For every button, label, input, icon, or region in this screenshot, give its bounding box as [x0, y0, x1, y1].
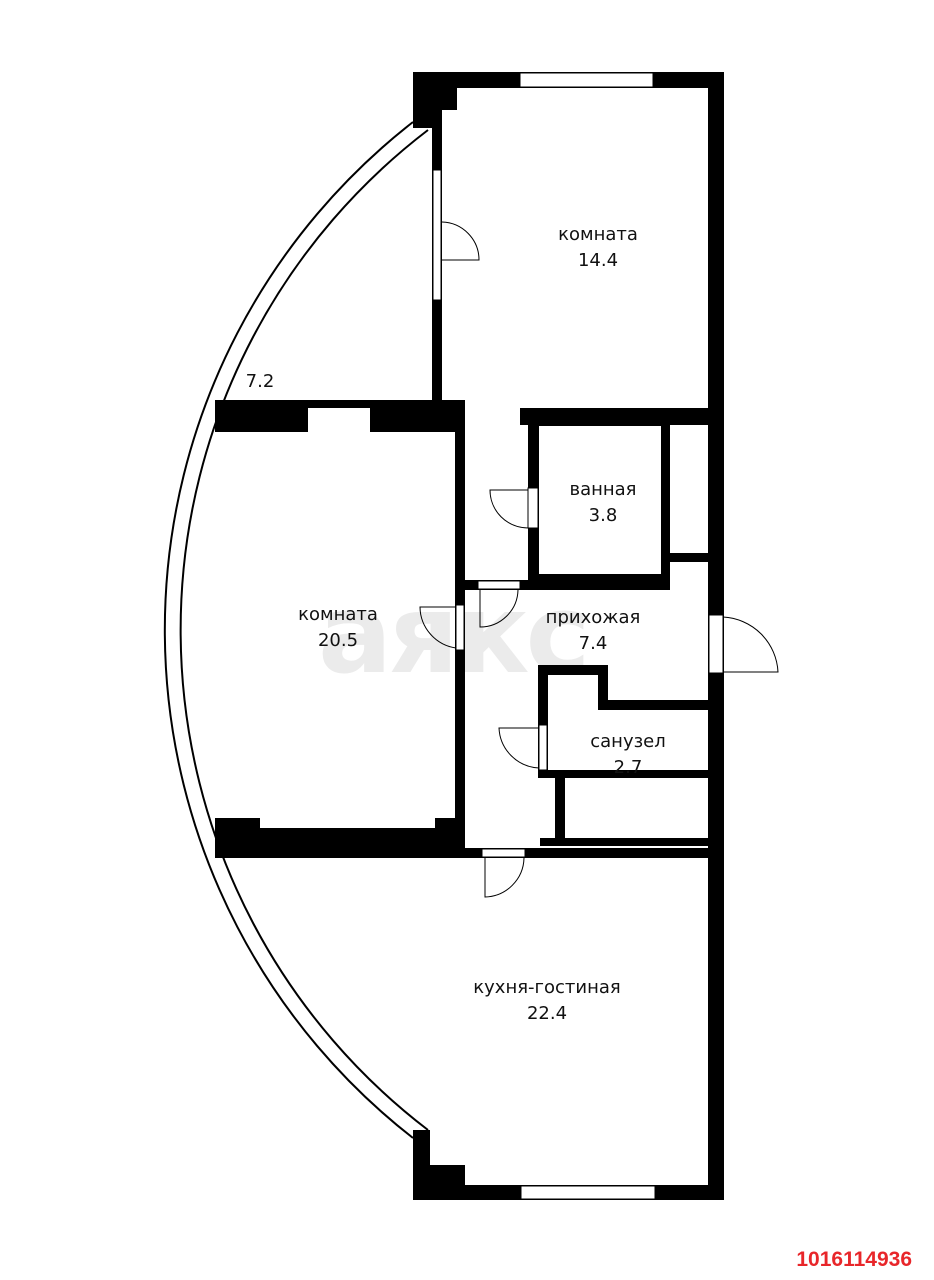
room-label-kuhnya-gostinaya: кухня-гостиная 22.4 [473, 975, 620, 1027]
room-label-sanuzel: санузел 2.7 [590, 729, 666, 781]
door-swings [419, 221, 779, 898]
listing-id: 1016114936 [796, 1248, 912, 1271]
room-label-vannaya: ванная 3.8 [569, 477, 636, 529]
room-label-prihozhaya: прихожая 7.4 [546, 605, 641, 657]
room-area: 14.4 [577, 250, 619, 271]
room-area: 22.4 [526, 1003, 568, 1024]
room-area: 2.7 [613, 757, 643, 778]
room-label-komnata-14: комната 14.4 [558, 222, 638, 274]
room-name: комната [298, 604, 378, 625]
openings [260, 72, 724, 1200]
room-label-komnata-20: комната 20.5 [298, 602, 378, 654]
balcony-area: 7.2 [245, 371, 275, 392]
room-name: санузел [590, 731, 666, 752]
room-name: ванная [569, 479, 637, 500]
room-name: прихожая [545, 607, 641, 628]
room-name: кухня-гостиная [473, 977, 621, 998]
room-name: комната [558, 224, 638, 245]
room-area: 3.8 [588, 505, 618, 526]
room-area: 20.5 [317, 630, 359, 651]
room-area: 7.4 [578, 633, 608, 654]
